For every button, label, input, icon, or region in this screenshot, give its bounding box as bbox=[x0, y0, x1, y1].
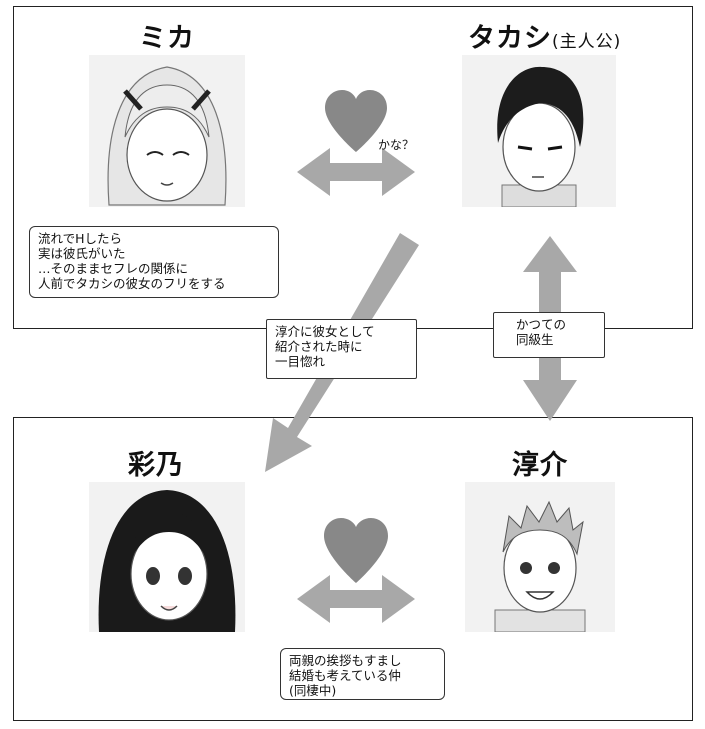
note-meeting: 淳介に彼女として 紹介された時に 一目惚れ bbox=[266, 319, 417, 379]
note-line: 結婚も考えている仲 bbox=[289, 668, 401, 683]
character-name-mika: ミカ bbox=[139, 23, 195, 54]
lower-group-frame bbox=[13, 417, 693, 721]
note-line: 実は彼氏がいた bbox=[38, 246, 126, 261]
heart-icon bbox=[325, 90, 387, 152]
portrait-ayano bbox=[89, 482, 245, 632]
note-line: かつての bbox=[516, 317, 567, 332]
note-line: …そのままセフレの関係に bbox=[38, 261, 189, 276]
note-line: 紹介された時に bbox=[275, 339, 363, 354]
note-line: 流れでHしたら bbox=[38, 231, 123, 246]
note-mika: 流れでHしたら 実は彼氏がいた …そのままセフレの関係に 人前でタカシの彼女のフ… bbox=[29, 226, 279, 298]
takashi-name: タカシ bbox=[468, 23, 552, 54]
portrait-junsuke bbox=[465, 482, 615, 632]
portrait-mika bbox=[89, 55, 245, 207]
note-line: 両親の挨拶もすまし bbox=[289, 653, 402, 668]
note-ayano-junsuke: 両親の挨拶もすまし 結婚も考えている仲 (同棲中) bbox=[280, 648, 445, 700]
note-line: (同棲中) bbox=[289, 683, 337, 698]
double-arrow-mika-takashi bbox=[297, 148, 415, 196]
character-name-junsuke: 淳介 bbox=[512, 450, 568, 481]
character-name-takashi: タカシ(主人公) bbox=[468, 16, 621, 55]
note-line: 人前でタカシの彼女のフリをする bbox=[38, 276, 226, 291]
note-classmates: かつての 同級生 bbox=[493, 312, 605, 358]
note-line: 一目惚れ bbox=[275, 354, 326, 369]
protagonist-label: (主人公) bbox=[552, 32, 622, 52]
portrait-takashi bbox=[462, 55, 616, 207]
relation-label-kana: かな？ bbox=[378, 138, 415, 152]
heart-icon bbox=[324, 518, 388, 583]
note-line: 同級生 bbox=[516, 332, 554, 347]
double-arrow-ayano-junsuke bbox=[297, 575, 415, 623]
note-line: 淳介に彼女として bbox=[275, 324, 375, 339]
character-name-ayano: 彩乃 bbox=[128, 450, 184, 481]
